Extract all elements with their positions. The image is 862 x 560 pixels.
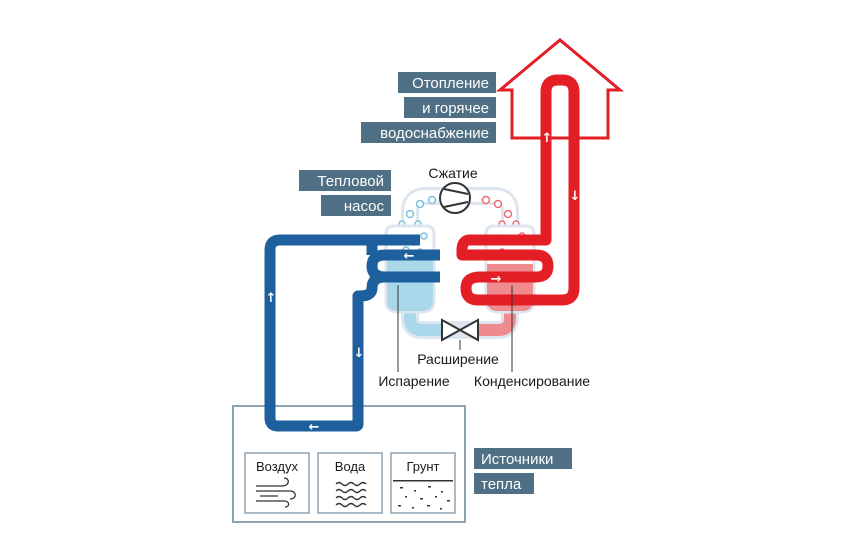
heat-sources-box: Воздух Вода Грунт	[232, 405, 466, 523]
heating-line-2: и горячее	[422, 100, 489, 117]
waves-icon	[335, 481, 367, 508]
expansion-label: Расширение	[417, 351, 499, 367]
evaporation-label: Испарение	[378, 373, 450, 389]
heat-pump-line-2: насос	[344, 198, 385, 215]
source-water-label: Вода	[335, 459, 366, 474]
svg-text:→: →	[491, 272, 502, 287]
svg-text:↑: ↑	[266, 291, 277, 306]
heating-line-3: водоснабжение	[380, 125, 489, 142]
svg-text:↓: ↓	[570, 189, 581, 204]
heat-sources-line-2: тепла	[481, 476, 522, 493]
hot-loop: ↑ ↓ →	[456, 74, 581, 306]
compression-label: Сжатие	[428, 165, 477, 181]
heat-sources-tag: Источники тепла	[474, 448, 572, 494]
source-air-label: Воздух	[256, 459, 299, 474]
compressor-icon	[439, 182, 471, 214]
heat-pump-tag: Тепловой насос	[299, 170, 391, 216]
svg-text:↓: ↓	[354, 346, 365, 361]
cold-loop: ↑ ↓ ← ←	[264, 234, 440, 435]
water-source-box	[317, 452, 383, 514]
condensation-label: Конденсирование	[474, 373, 590, 389]
ground-icon	[393, 480, 453, 510]
ground-source-box	[390, 452, 456, 514]
source-ground-label: Грунт	[406, 459, 439, 474]
svg-text:←: ←	[309, 420, 320, 435]
house	[495, 38, 625, 140]
expansion-valve-icon	[441, 318, 479, 342]
heat-sources-line-1: Источники	[481, 451, 553, 468]
wind-icon	[256, 477, 296, 508]
air-source-box	[244, 452, 310, 514]
heating-line-1: Отопление	[412, 75, 489, 92]
svg-text:←: ←	[404, 249, 415, 264]
leader-lines	[397, 285, 513, 372]
heat-pump-line-1: Тепловой	[317, 173, 384, 190]
svg-text:↑: ↑	[542, 131, 553, 146]
heating-tag: Отопление и горячее водоснабжение	[361, 72, 496, 143]
